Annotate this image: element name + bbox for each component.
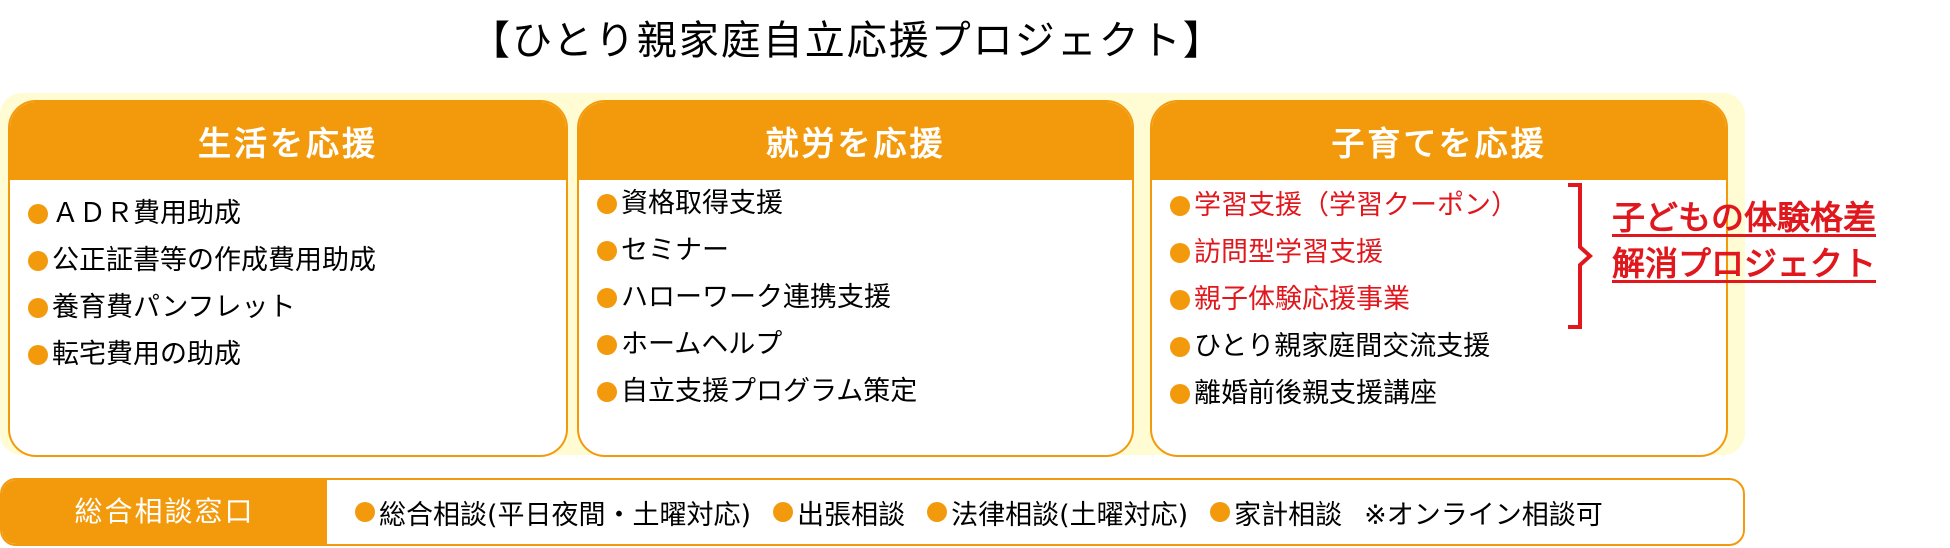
project-label-line1: 子どもの体験格差 xyxy=(1612,198,1876,237)
consultation-item: 法律相談(土曜対応) xyxy=(927,493,1188,532)
card-employment-support: 就労を応援 資格取得支援 セミナー ハローワーク連携支援 ホームヘルプ 自立支援… xyxy=(577,100,1134,457)
bullet-dot-icon xyxy=(28,250,48,271)
list-item: ホームヘルプ xyxy=(597,321,1132,368)
bullet-dot-icon xyxy=(1170,289,1190,310)
bullet-dot-icon xyxy=(1170,195,1190,216)
list-item: 公正証書等の作成費用助成 xyxy=(28,237,566,284)
list-item: ひとり親家庭間交流支援 xyxy=(1170,323,1726,370)
list-item: 転宅費用の助成 xyxy=(28,331,566,378)
bullet-dot-icon xyxy=(1210,502,1231,522)
consultation-label: 総合相談窓口 xyxy=(2,480,327,544)
bullet-dot-icon xyxy=(28,297,48,318)
bullet-dot-icon xyxy=(597,287,617,308)
consultation-items: 総合相談(平日夜間・土曜対応) 出張相談 法律相談(土曜対応) 家計相談 ※オン… xyxy=(327,493,1603,532)
bullet-dot-icon xyxy=(1170,336,1190,357)
bullet-dot-icon xyxy=(28,203,48,224)
list-item: ＡＤＲ費用助成 xyxy=(28,190,566,237)
card-life-support: 生活を応援 ＡＤＲ費用助成 公正証書等の作成費用助成 養育費パンフレット 転宅費… xyxy=(8,100,568,457)
bullet-dot-icon xyxy=(597,240,617,261)
project-label: 子どもの体験格差 解消プロジェクト xyxy=(1612,195,1876,287)
consultation-item: 出張相談 xyxy=(773,493,905,532)
project-label-line2: 解消プロジェクト xyxy=(1612,244,1876,283)
bullet-dot-icon xyxy=(28,344,48,365)
card-heading: 生活を応援 xyxy=(10,102,566,180)
bullet-dot-icon xyxy=(597,381,617,402)
bullet-dot-icon xyxy=(597,193,617,214)
list-item: 親子体験応援事業 xyxy=(1170,276,1726,323)
page-title: 【ひとり親家庭自立応援プロジェクト】 xyxy=(470,18,1225,64)
list-item: 訪問型学習支援 xyxy=(1170,229,1726,276)
consultation-bar: 総合相談窓口 総合相談(平日夜間・土曜対応) 出張相談 法律相談(土曜対応) 家… xyxy=(0,478,1745,546)
card-heading: 就労を応援 xyxy=(579,102,1132,180)
bullet-dot-icon xyxy=(1170,383,1190,404)
list-item: 離婚前後親支援講座 xyxy=(1170,370,1726,417)
online-note: ※オンライン相談可 xyxy=(1364,499,1603,531)
list-item: 学習支援（学習クーポン） xyxy=(1170,182,1726,229)
list-item: 養育費パンフレット xyxy=(28,284,566,331)
card-heading: 子育てを応援 xyxy=(1152,102,1726,180)
consultation-item: 家計相談 xyxy=(1210,493,1342,532)
list-item: 自立支援プログラム策定 xyxy=(597,368,1132,415)
curly-bracket-icon xyxy=(1568,183,1593,329)
bullet-dot-icon xyxy=(355,502,375,522)
bullet-dot-icon xyxy=(773,502,794,522)
list-item: 資格取得支援 xyxy=(597,180,1132,227)
bullet-dot-icon xyxy=(1170,242,1190,263)
bullet-dot-icon xyxy=(927,502,948,522)
list-item: セミナー xyxy=(597,227,1132,274)
card-childcare-support: 子育てを応援 学習支援（学習クーポン） 訪問型学習支援 親子体験応援事業 ひとり… xyxy=(1150,100,1728,457)
list-item: ハローワーク連携支援 xyxy=(597,274,1132,321)
consultation-item: 総合相談(平日夜間・土曜対応) xyxy=(355,493,751,532)
bullet-dot-icon xyxy=(597,334,617,355)
